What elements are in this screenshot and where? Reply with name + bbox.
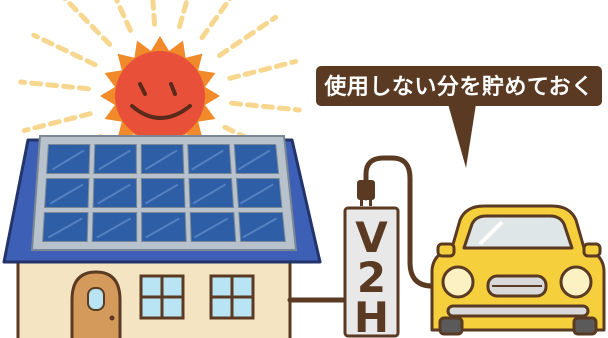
car-right-wheel — [572, 316, 598, 336]
sun-left-eye — [138, 82, 147, 96]
solar-cell-shine — [144, 183, 179, 205]
sun-ray — [62, 0, 113, 47]
house-window-right — [209, 274, 255, 320]
car-left-headlight — [441, 265, 475, 299]
cables — [287, 155, 447, 303]
solar-cell-shine — [49, 183, 84, 205]
car-bumper — [446, 304, 590, 318]
car-left-mirror — [436, 242, 456, 258]
solar-cell-shine — [145, 217, 180, 239]
windshield-glare — [478, 220, 504, 246]
speech-bubble: 使用しない分を貯めておく — [316, 66, 602, 168]
car — [430, 204, 606, 336]
solar-cell-shine — [193, 217, 229, 239]
car-right-headlight — [559, 265, 593, 299]
sun-ray — [199, 0, 233, 41]
car-right-mirror — [582, 242, 602, 258]
sun-right-eye — [169, 82, 177, 96]
solar-cell-shine — [98, 149, 131, 171]
speech-bubble-body — [316, 66, 602, 106]
solar-cell-shine — [47, 217, 83, 239]
sun — [100, 36, 220, 156]
solar-cell-shine — [192, 183, 227, 205]
solar-cell-shine — [144, 149, 178, 171]
sun-face — [115, 51, 205, 141]
sun-ray — [18, 79, 91, 92]
sun-smile — [130, 104, 192, 120]
solar-cell-shine — [237, 149, 271, 171]
car-windshield — [462, 214, 574, 250]
plug — [357, 180, 375, 206]
v2h-letter-h: H — [354, 293, 389, 338]
sun-ray — [113, 0, 133, 33]
house-window-left — [139, 274, 185, 320]
speech-bubble-text: 使用しない分を貯めておく — [323, 74, 593, 100]
solar-cell-shine — [191, 149, 224, 171]
v2h-letter-v: V — [355, 213, 388, 262]
car-left-wheel — [438, 316, 464, 336]
solar-cell-shine — [51, 149, 85, 171]
door-window — [87, 287, 105, 311]
sun-ray — [31, 32, 98, 68]
sun-ray — [217, 14, 279, 58]
door-knob — [109, 315, 115, 321]
house — [2, 135, 322, 338]
v2h-letter-2: 2 — [357, 253, 386, 302]
car-charging-cable — [363, 155, 447, 289]
solar-panel — [42, 144, 286, 242]
solar-cell-shine — [239, 183, 274, 205]
sun-ray — [150, 0, 158, 27]
sun-ray — [21, 111, 93, 133]
sun-ray — [229, 100, 302, 113]
solar-cell-shine — [242, 217, 277, 239]
sun-ray — [177, 0, 190, 30]
v2h-unit: V 2 H — [343, 206, 400, 338]
speech-bubble-tail — [448, 104, 476, 168]
solar-cell-shine — [97, 183, 131, 205]
solar-cell-shine — [96, 217, 132, 239]
sun-ray — [227, 59, 299, 81]
